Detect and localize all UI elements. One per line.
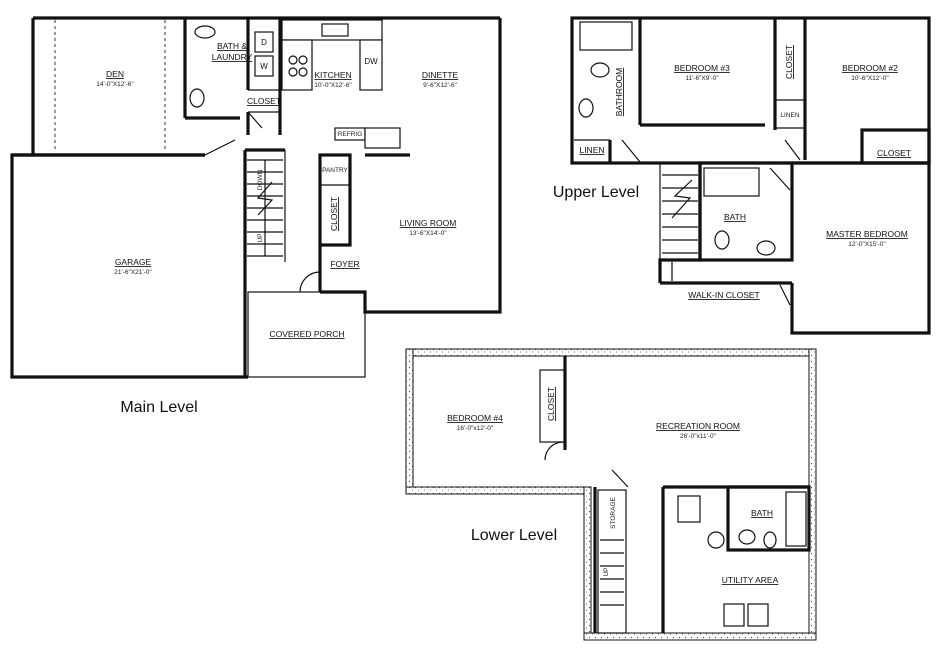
recreation-room-label: RECREATION ROOM	[656, 421, 740, 431]
bedroom-3-label: BEDROOM #3	[674, 63, 730, 73]
den-dims: 14'-0"X12'-6"	[96, 81, 134, 88]
upper-level-title: Upper Level	[553, 184, 639, 201]
dinette-dims: 9'-6"X12'-6"	[423, 82, 458, 89]
dinette-label: DINETTE	[422, 70, 459, 80]
lower-level-title: Lower Level	[471, 527, 557, 544]
pantry-label: PANTRY	[322, 167, 348, 174]
living-room-dims: 13'-6"X14'-0"	[409, 230, 447, 237]
bedroom-3-closet-label: CLOSET	[784, 45, 794, 79]
bath-closet-label: CLOSET	[247, 96, 281, 106]
main-level-plan	[10, 16, 502, 379]
main-stairs	[247, 159, 283, 257]
lower-stairs-up-label: UP	[603, 567, 610, 576]
bedroom-2-label: BEDROOM #2	[842, 63, 898, 73]
foyer-label: FOYER	[330, 259, 359, 269]
garage-dims: 21'-6"X21'-0"	[114, 269, 152, 276]
lower-bath-label: BATH	[751, 508, 773, 518]
dishwasher-label: DW	[364, 57, 378, 66]
storage-label: STORAGE	[610, 497, 617, 529]
appliance-dryer-label: D	[261, 38, 267, 47]
upper-level-plan	[570, 16, 931, 335]
main-stairs-down-label: DOWN	[257, 169, 264, 190]
linen-left-label: LINEN	[579, 145, 604, 155]
lower-closet-label: CLOSET	[546, 387, 556, 421]
bedroom-4-label: BEDROOM #4	[447, 413, 503, 423]
utility-area-label: UTILITY AREA	[722, 575, 779, 585]
bedroom-2-closet-label: CLOSET	[877, 148, 911, 158]
lower-level-plan	[405, 348, 817, 641]
bedroom-4-dims: 16'-0"x12'-0"	[457, 425, 494, 432]
lower-stairs	[600, 539, 624, 606]
linen-right-label: LINEN	[780, 112, 799, 119]
appliance-washer-label: W	[260, 62, 268, 71]
living-room-label: LIVING ROOM	[400, 218, 457, 228]
kitchen-label: KITCHEN	[314, 70, 351, 80]
bath-laundry-label-2: LAUNDRY	[212, 52, 253, 62]
recreation-room-dims: 26'-0"x11'-0"	[680, 433, 717, 440]
kitchen-dims: 10'-0"X12'-6"	[314, 82, 352, 89]
master-bedroom-dims: 12'-0"X15'-0"	[848, 241, 886, 248]
den-label: DEN	[106, 69, 124, 79]
upper-bathroom-label: BATHROOM	[614, 68, 624, 116]
master-bedroom-label: MASTER BEDROOM	[826, 229, 908, 239]
refrig-label: REFRIG	[338, 131, 363, 138]
upper-stairs	[659, 163, 698, 260]
foyer-closet-label: CLOSET	[329, 197, 339, 231]
walk-in-closet-label: WALK-IN CLOSET	[688, 290, 759, 300]
main-stairs-up-label: UP	[257, 233, 264, 242]
bedroom-3-dims: 11'-6"X9'-0"	[685, 75, 719, 82]
garage-label: GARAGE	[115, 257, 152, 267]
upper-bath-label: BATH	[724, 212, 746, 222]
covered-porch-label: COVERED PORCH	[269, 329, 344, 339]
bedroom-2-dims: 10'-6"X12'-0"	[851, 75, 889, 82]
main-level-title: Main Level	[120, 399, 197, 416]
bath-laundry-label-1: BATH &	[217, 41, 247, 51]
